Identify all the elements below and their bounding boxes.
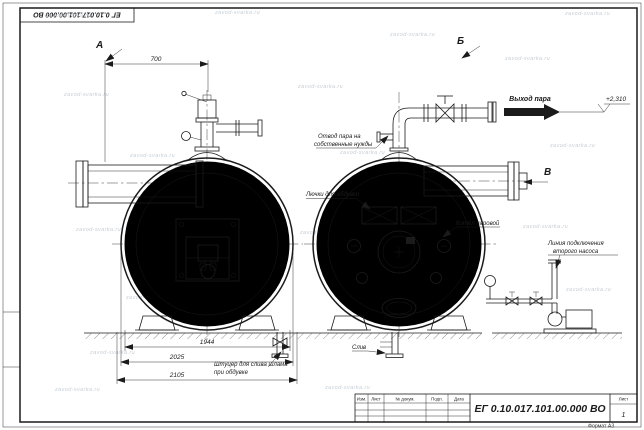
drain-rear bbox=[380, 332, 404, 358]
pump-housing bbox=[547, 311, 563, 327]
annotation-text: Отвод пара на bbox=[318, 134, 361, 140]
side-drum-left bbox=[75, 160, 204, 208]
annotation-blow-hatches: Лючки для обдувки bbox=[305, 192, 371, 210]
annotation-text: Линия подключения bbox=[547, 241, 604, 247]
watermark: zavod-svarka.ru bbox=[549, 143, 595, 149]
annotation-second-pump-line: Линия подключения второго насоса bbox=[547, 241, 618, 269]
annotation-text: Штуцер для слива шлама bbox=[214, 362, 288, 368]
annotation-text: Слив bbox=[352, 345, 366, 351]
dim-2105-value: 2105 bbox=[169, 372, 185, 379]
col-izm: Изм. bbox=[357, 397, 366, 402]
inspection-ports bbox=[347, 239, 451, 284]
dimension-1944: 1944 bbox=[124, 330, 291, 351]
steam-outlet-label: Выход пара bbox=[509, 95, 551, 103]
pressure-gauge bbox=[484, 275, 496, 287]
electric-motor bbox=[565, 309, 593, 329]
flange-bolts bbox=[316, 161, 482, 327]
elevation-mark-value: +2,310 bbox=[606, 96, 626, 103]
watermark: zavod-svarka.ru bbox=[214, 10, 260, 16]
steam-piping-right bbox=[376, 95, 497, 161]
annotation-steam-own-needs: Отвод пара на собственные нужды bbox=[314, 134, 389, 149]
view-a-front: А 700 1944 2025 2105 bbox=[68, 40, 303, 384]
view-b-rear: Б В bbox=[304, 36, 551, 358]
annotation-text: Лючки для обдувки bbox=[305, 192, 360, 198]
col-list: Лист bbox=[371, 397, 381, 402]
watermark: zavod-svarka.ru bbox=[129, 153, 175, 159]
watermark: zavod-svarka.ru bbox=[339, 150, 385, 156]
view-a-label: А bbox=[95, 40, 103, 51]
watermark: zavod-svarka.ru bbox=[297, 84, 343, 90]
manhole bbox=[377, 230, 421, 274]
watermark: zavod-svarka.ru bbox=[389, 32, 435, 38]
steam-outlet-callout: Выход пара +2,310 bbox=[504, 95, 630, 120]
watermark: zavod-svarka.ru bbox=[54, 387, 100, 393]
boiler-shell-front bbox=[120, 157, 294, 331]
burner-door bbox=[175, 218, 240, 282]
steam-outlet-arrow bbox=[504, 104, 560, 120]
valve bbox=[529, 296, 537, 306]
watermark: zavod-svarka.ru bbox=[504, 56, 550, 62]
format-label: Формат А3 bbox=[588, 424, 614, 430]
flange-bolts bbox=[124, 161, 290, 327]
blow-hatches bbox=[361, 206, 437, 225]
annotation-boiler-name: Котёл паровой bbox=[442, 220, 500, 238]
sheet-label: Лист bbox=[619, 397, 629, 402]
watermark: zavod-svarka.ru bbox=[522, 224, 568, 230]
watermark: zavod-svarka.ru bbox=[564, 11, 610, 17]
watermark: zavod-svarka.ru bbox=[45, 13, 91, 19]
annotation-text: второго насоса bbox=[553, 249, 599, 255]
ground-line bbox=[84, 332, 622, 339]
support-skids bbox=[327, 315, 471, 331]
annotation-drain: Слив bbox=[352, 345, 386, 356]
col-data: Дата bbox=[454, 397, 464, 402]
watermark: zavod-svarka.ru bbox=[565, 287, 611, 293]
corner-stamp-doc-number: ЕГ 0.10.017.101.00.000 ВО bbox=[33, 11, 121, 18]
dimension-2105: 2105 bbox=[116, 332, 298, 384]
col-docnum: № докум. bbox=[395, 397, 414, 402]
feed-pump-unit bbox=[484, 259, 597, 334]
view-v-label: В bbox=[544, 167, 551, 178]
dim-1944-value: 1944 bbox=[200, 339, 215, 346]
valve bbox=[505, 296, 513, 306]
watermark: zavod-svarka.ru bbox=[89, 350, 135, 356]
steam-fittings-left bbox=[181, 90, 263, 161]
pump-base bbox=[543, 328, 597, 334]
title-block: Изм. Лист № докум. Подп. Дата ЕГ 0.10.01… bbox=[354, 393, 638, 423]
doc-number: ЕГ 0.10.017.101.00.000 ВО bbox=[474, 403, 605, 415]
sheet-value: 1 bbox=[622, 412, 626, 419]
dim-700-value: 700 bbox=[151, 56, 162, 63]
annotation-text: при обдувке bbox=[214, 370, 249, 376]
watermark: zavod-svarka.ru bbox=[63, 92, 109, 98]
corner-stamp-box bbox=[19, 7, 135, 23]
support-skids bbox=[135, 315, 279, 331]
view-b-label: Б bbox=[457, 36, 464, 47]
watermark: zavod-svarka.ru bbox=[75, 227, 121, 233]
view-a-arrow bbox=[105, 48, 123, 62]
dim-2025-value: 2025 bbox=[169, 354, 185, 361]
annotation-text: Котёл паровой bbox=[456, 220, 500, 227]
annotation-sludge-fitting: Штуцер для слива шлама при обдувке bbox=[214, 351, 288, 376]
col-podp: Подп. bbox=[431, 397, 443, 402]
pressure-gauge-left bbox=[181, 131, 191, 141]
boiler-shell-rear bbox=[312, 157, 486, 331]
gate-valve bbox=[435, 103, 446, 123]
side-drum-right bbox=[423, 161, 528, 201]
view-b-arrow bbox=[461, 45, 481, 59]
dimension-2025: 2025 bbox=[120, 252, 294, 366]
annotation-text: собственные нужды bbox=[314, 142, 373, 148]
dimension-700: 700 bbox=[104, 56, 209, 162]
bottom-hatch-oval bbox=[381, 298, 417, 318]
watermark: zavod-svarka.ru bbox=[324, 385, 370, 391]
